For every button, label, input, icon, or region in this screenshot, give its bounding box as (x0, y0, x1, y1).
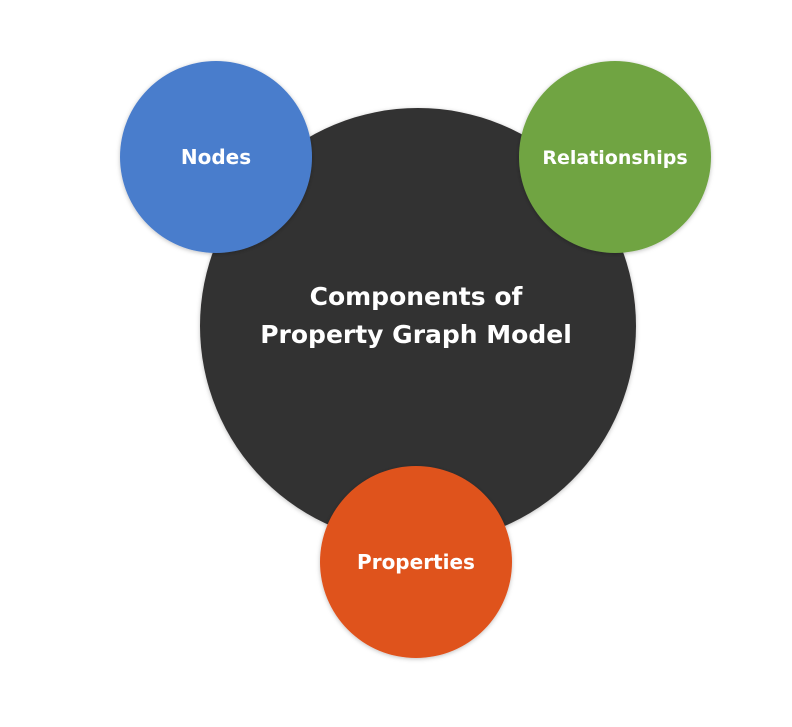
center-title-line1: Components of (310, 282, 524, 311)
nodes-circle: Nodes (120, 61, 312, 253)
center-circle: Components of Property Graph Model (200, 108, 636, 544)
relationships-circle: Relationships (519, 61, 711, 253)
properties-circle: Properties (320, 466, 512, 658)
center-title-line2: Property Graph Model (260, 320, 572, 349)
properties-label: Properties (357, 550, 475, 574)
relationships-label: Relationships (542, 147, 687, 169)
nodes-label: Nodes (181, 145, 251, 169)
